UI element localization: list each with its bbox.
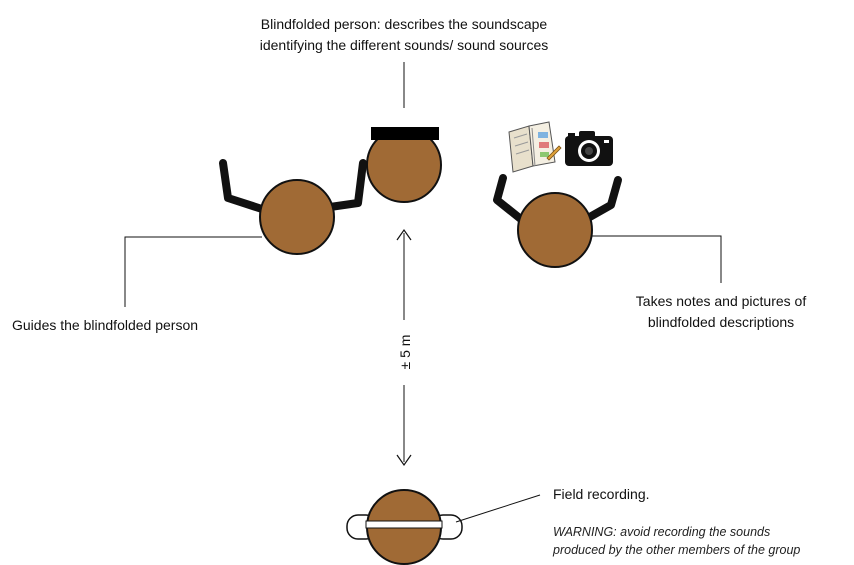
notetaker-label-line1: Takes notes and pictures of xyxy=(636,293,807,309)
guide-left-arm xyxy=(219,159,269,214)
recorder-leader-line xyxy=(455,494,541,523)
distance-arrow-bottom xyxy=(396,454,412,467)
notetaker-person xyxy=(493,174,622,268)
distance-label: ± 5 m xyxy=(397,335,413,370)
notetaker-leader-line xyxy=(592,235,722,283)
distance-marker: ± 5 m xyxy=(396,228,413,467)
headphone-band xyxy=(365,520,443,529)
blindfolded-label-line2: identifying the different sounds/ sound … xyxy=(260,37,548,53)
distance-arrow-top xyxy=(396,228,412,241)
blindfold xyxy=(371,127,439,140)
camera-icon xyxy=(565,131,613,166)
guide-head xyxy=(259,179,335,255)
guide-right-arm xyxy=(326,159,367,211)
field-recording-label: Field recording. xyxy=(553,486,650,502)
notebook-icon xyxy=(508,121,562,173)
notetaker-label-line2: blindfolded descriptions xyxy=(648,314,794,330)
recorder-person xyxy=(346,489,463,565)
blindfolded-person xyxy=(366,127,442,203)
guide-label: Guides the blindfolded person xyxy=(12,317,198,333)
guide-leader-line xyxy=(124,236,262,307)
notetaker-right-arm xyxy=(584,176,622,222)
warning-line2: produced by the other members of the gro… xyxy=(552,543,800,557)
guide-person xyxy=(219,159,367,255)
notetaker-left-arm xyxy=(493,174,526,224)
warning-line1: WARNING: avoid recording the sounds xyxy=(553,525,770,539)
blindfolded-label-line1: Blindfolded person: describes the sounds… xyxy=(261,16,548,32)
notetaker-head xyxy=(517,192,593,268)
